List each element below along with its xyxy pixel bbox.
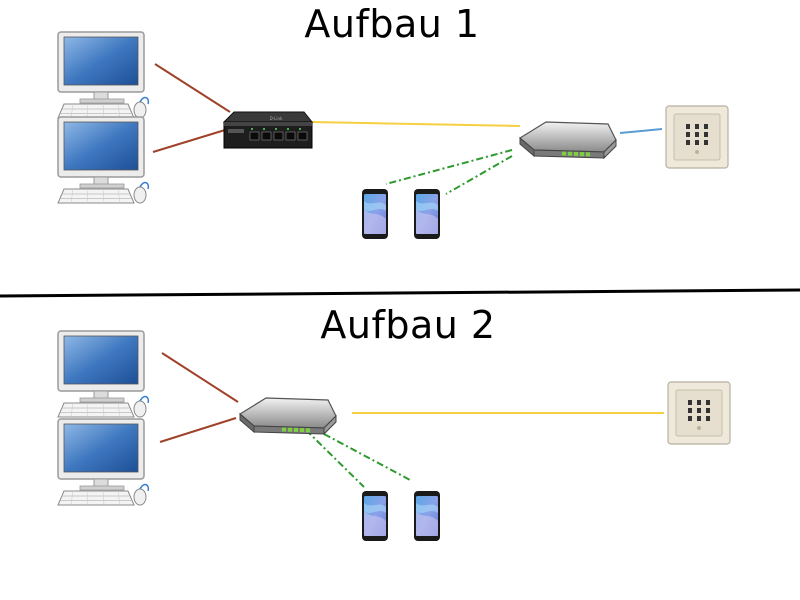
lan-cable-pc2-router bbox=[159, 417, 237, 443]
aufbau-1-group bbox=[57, 31, 729, 239]
wifi-link-router-phone1 bbox=[385, 149, 513, 185]
section-title-aufbau-2: Aufbau 2 bbox=[320, 303, 496, 347]
network-switch-icon bbox=[223, 111, 313, 149]
section-title-aufbau-1: Aufbau 1 bbox=[304, 2, 480, 46]
smartphone-icon bbox=[414, 491, 440, 541]
section-divider bbox=[0, 288, 800, 298]
wifi-link-router-phone2 bbox=[323, 433, 413, 482]
smartphone-icon bbox=[362, 189, 388, 239]
wifi-link-router-phone1 bbox=[305, 429, 365, 488]
computer-icon bbox=[57, 330, 150, 418]
lan-cable-pc1-router bbox=[161, 352, 239, 403]
computer-icon bbox=[57, 31, 150, 119]
wifi-link-router-phone2 bbox=[445, 155, 513, 195]
smartphone-icon bbox=[414, 189, 440, 239]
lan-cable-pc1-switch bbox=[154, 63, 231, 113]
computer-icon bbox=[57, 116, 150, 204]
lan-cable-pc2-switch bbox=[152, 129, 226, 153]
phone-wall-socket-icon bbox=[665, 105, 729, 169]
smartphone-icon bbox=[362, 491, 388, 541]
aufbau-2-group bbox=[57, 330, 731, 541]
dsl-cable-router-socket bbox=[619, 128, 663, 134]
router-icon bbox=[239, 397, 337, 435]
computer-icon bbox=[57, 418, 150, 506]
router-icon bbox=[519, 121, 617, 159]
lan-cable-switch-router bbox=[311, 121, 521, 127]
phone-wall-socket-icon bbox=[667, 381, 731, 445]
